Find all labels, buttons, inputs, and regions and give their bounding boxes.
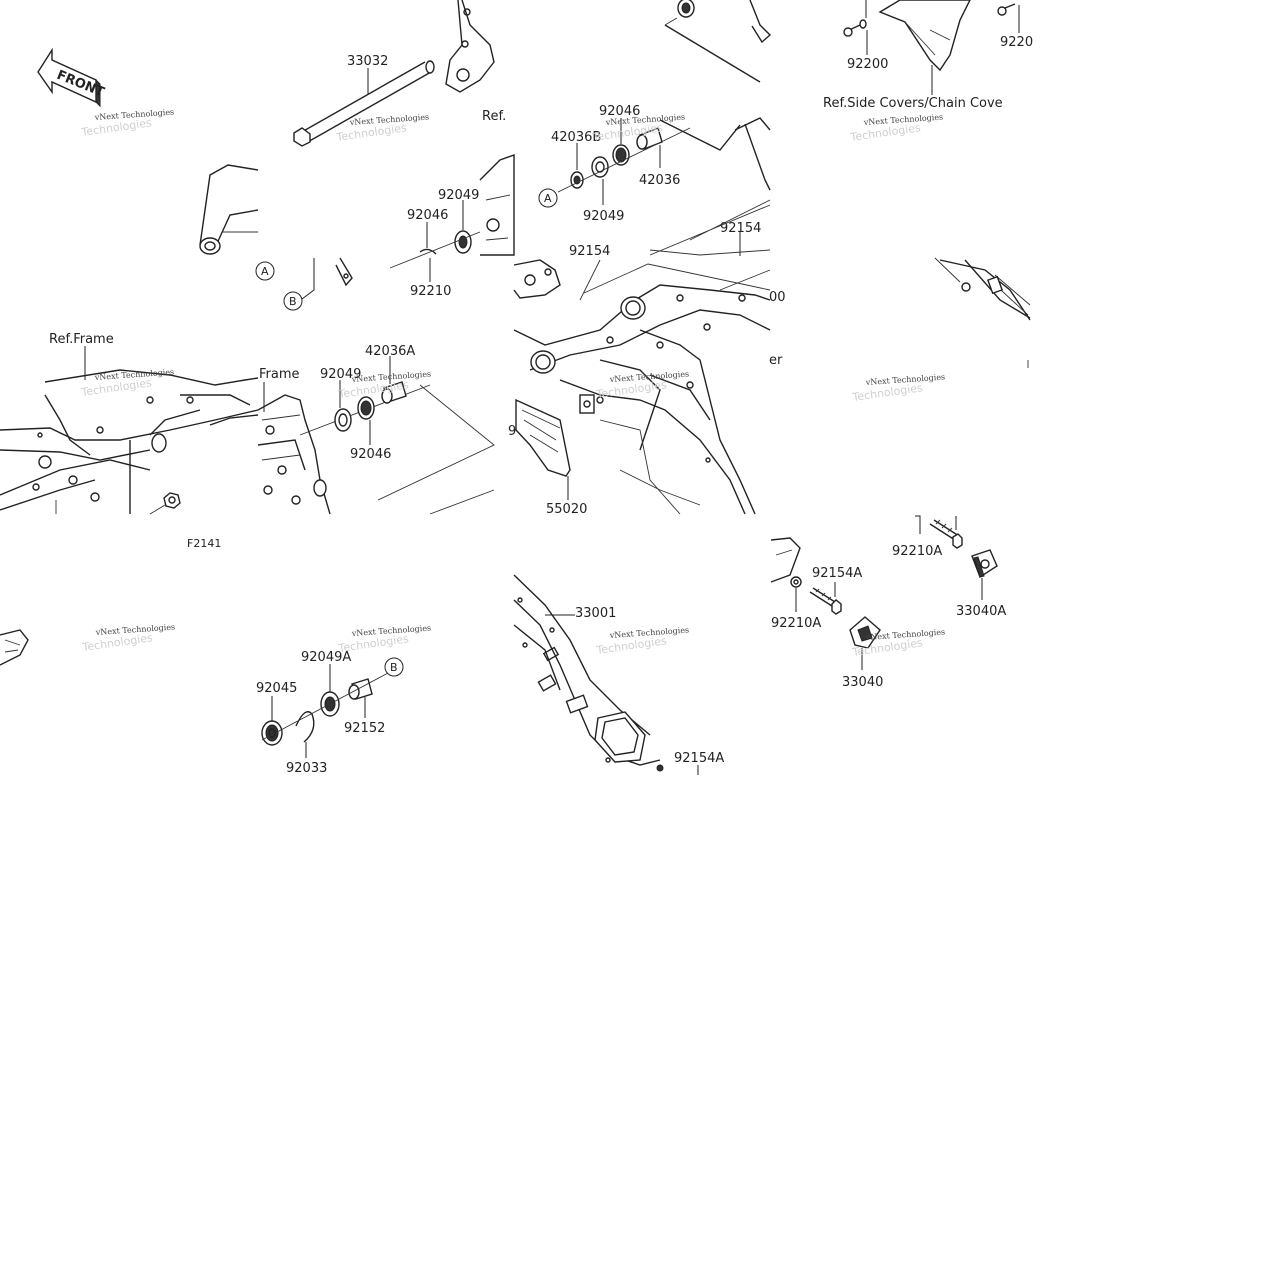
chain-cover-lower [934,257,1031,368]
svg-text:A: A [261,265,269,278]
label-92046-mid: 92046 [350,447,391,462]
watermark: Technologies vNext Technologies [595,369,690,401]
label-92049-upper: 92049 [438,188,479,203]
ref-partial-label: Ref. [482,109,506,124]
label-92049A: 92049A [301,650,351,665]
swingarm-top-partial [659,0,772,191]
label-92210A-top: 92210A [892,544,942,559]
callout-b-left: B [283,258,315,311]
swingarm-end-33001: 33001 [513,574,661,766]
label-42036B: 42036B [551,130,601,145]
callout-a-left: A [255,261,275,281]
adjuster-block-33040A: 33040A [956,549,1006,619]
seal-92049-right: 92049 [583,156,624,224]
label-92046-upper: 92046 [407,208,448,223]
label-92154A-right: 92154A [812,566,862,581]
engine-bracket-upper [445,0,495,93]
bearing-92046-upper: 92046 [407,208,448,255]
pivot-shaft-33032: 33032 [293,54,435,147]
chain-cover-upper [878,0,971,95]
label-92210A-left: 92210A [771,616,821,631]
frame-side-plate-mid [257,394,331,515]
bearing-92046-mid: 92046 [350,396,391,462]
frame-side-plate-upper [479,154,515,256]
watermark: Technologies vNext Technologies [851,627,946,659]
frame-lower-assembly [0,369,259,514]
label-33040A: 33040A [956,604,1006,619]
svg-text:A: A [544,192,552,205]
frame-fragment-lower-left [0,629,29,666]
label-92200: 92200 [847,57,888,72]
watermark: Technologies vNext Technologies [335,112,430,144]
bearing-92045: 92045 [256,681,297,746]
adjuster-bolt-92210A-top: 92210A [892,515,963,559]
label-92210-upper: 92210 [410,284,451,299]
label-92152: 92152 [344,721,385,736]
ref-side-covers-label: Ref.Side Covers/Chain Cove [823,96,1003,111]
seal-92049-mid: 92049 [320,367,361,432]
circlip-92033: 92033 [286,711,327,776]
ref-frame-short-label: Frame [259,367,300,382]
label-92154A-bottom: 92154A [674,751,724,766]
ref-cut-00: 00 [769,290,786,305]
figure-code: F2141 [187,537,221,550]
nut-92154A-bottom: 92154A [656,751,724,775]
swingarm-end-fragment [770,537,801,583]
nut-lower-left [149,492,181,515]
label-9220-cut: 9220 [1000,35,1033,50]
label-92154-b: 92154 [720,221,761,236]
screw-92200: 92200 [843,0,888,72]
label-42036A: 42036A [365,344,415,359]
ref-frame-label: Ref.Frame [49,332,114,347]
collar-42036A: 42036A [365,344,415,404]
watermark: Technologies vNext Technologies [337,623,432,655]
watermark: Technologies vNext Technologies [851,372,946,404]
collar-92210-upper: 92210 [410,258,451,299]
label-92033: 92033 [286,761,327,776]
label-92049-right: 92049 [583,209,624,224]
label-92045: 92045 [256,681,297,696]
ref-cut-9: 9 [508,424,516,439]
collar-92152: 92152 [344,678,385,736]
watermark: Technologies vNext Technologies [80,107,175,139]
watermark: Technologies vNext Technologies [81,622,176,654]
screw-9220-cut: 9220 [997,3,1033,50]
callout-a-right: A [538,188,558,208]
label-42036: 42036 [639,173,680,188]
label-92046-right: 92046 [599,104,640,119]
svg-text:B: B [289,295,297,308]
seal-92049-upper: 92049 [438,188,479,254]
callout-b-lower: B [384,657,404,677]
chain-guide-55020: 55020 [515,394,595,517]
label-55020: 55020 [546,502,587,517]
label-92049-mid: 92049 [320,367,361,382]
ref-cut-er: er [769,353,783,368]
label-33040: 33040 [842,675,883,690]
frame-upper-outline [199,164,259,255]
swingarm-main [513,249,771,515]
nut-92210A-left: 92210A [771,576,821,631]
watermark: Technologies vNext Technologies [849,112,944,144]
front-direction-arrow: FRONT [37,47,106,108]
watermark: Technologies vNext Technologies [80,367,175,399]
watermark: Technologies vNext Technologies [595,625,690,657]
collar-42036: 42036 [636,127,680,188]
adjuster-plate-33040: 33040 [842,616,883,690]
label-33032: 33032 [347,54,388,69]
label-92154-a: 92154 [569,244,610,259]
label-33001: 33001 [575,606,616,621]
adjuster-bolt-92154A-right: 92154A [809,566,862,615]
svg-text:B: B [390,661,398,674]
